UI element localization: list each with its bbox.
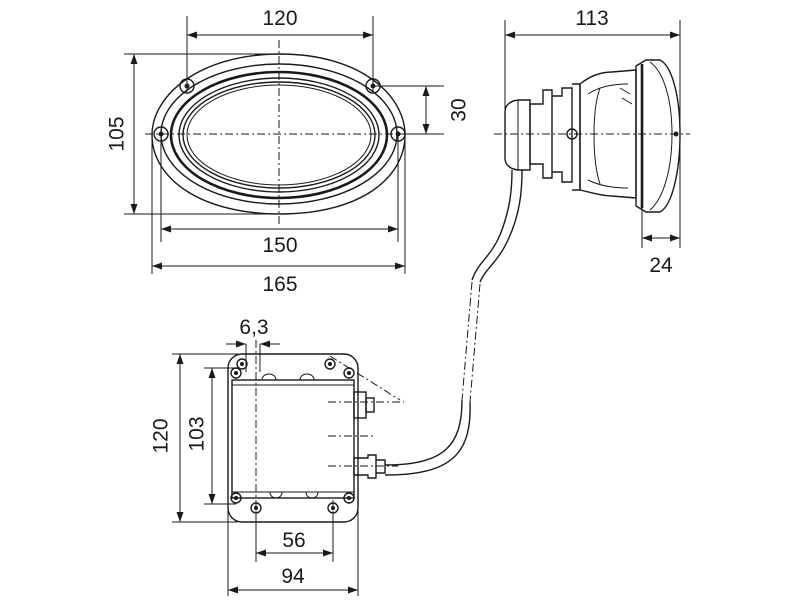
mounting-block xyxy=(529,89,553,179)
hole-top-right xyxy=(324,358,336,370)
dim-label-120-top: 120 xyxy=(262,7,297,30)
side-cable xyxy=(471,169,513,281)
dim-label-113: 113 xyxy=(575,7,608,30)
dim-label-30: 30 xyxy=(448,98,471,121)
dim-label-150: 150 xyxy=(262,234,297,257)
ballast-baseplate xyxy=(227,353,359,523)
dim-label-6-3: 6,3 xyxy=(239,316,268,339)
dim-label-165: 165 xyxy=(262,273,297,296)
ballast-unit: 6,3 120 103 56 94 xyxy=(150,316,404,596)
ballast-cable-gland xyxy=(353,454,377,479)
hole-top-left xyxy=(236,358,248,370)
ballast-body xyxy=(231,379,355,499)
ballast-connector-top xyxy=(353,391,367,419)
dim-label-24: 24 xyxy=(649,254,673,277)
dim-label-103: 103 xyxy=(186,416,209,451)
side-view: 113 24 xyxy=(471,7,690,283)
front-view: 120 30 105 150 165 xyxy=(106,7,471,296)
connecting-cable xyxy=(384,281,481,476)
cable-gland xyxy=(504,99,531,171)
dim-label-120-ballast: 120 xyxy=(150,418,173,453)
dim-label-105: 105 xyxy=(106,116,129,151)
dim-label-94: 94 xyxy=(281,565,305,588)
dim-label-56: 56 xyxy=(282,529,305,552)
